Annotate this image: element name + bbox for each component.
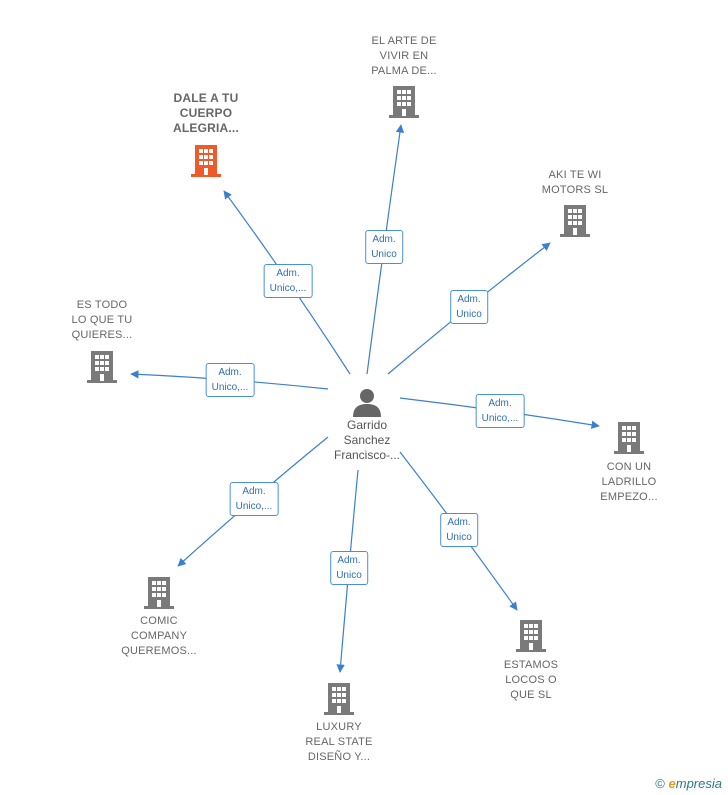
- edge-label-arte[interactable]: Adm. Unico: [365, 230, 403, 264]
- company-label: ESTAMOS LOCOS O QUE SL: [503, 659, 559, 701]
- company-node-aki[interactable]: AKI TE WI MOTORS SL: [542, 168, 608, 198]
- company-label: LUXURY REAL STATE DISEÑO Y...: [305, 721, 373, 763]
- person-label: Garrido Sanchez Francisco-...: [333, 418, 401, 462]
- company-label: COMIC COMPANY QUEREMOS...: [121, 615, 197, 657]
- building-icon[interactable]: [144, 575, 174, 609]
- person-icon: [352, 389, 381, 417]
- edge-label-comic[interactable]: Adm. Unico,...: [229, 482, 279, 516]
- building-icon[interactable]: [324, 681, 354, 715]
- building-icon[interactable]: [516, 618, 546, 652]
- building-icon[interactable]: [560, 203, 590, 237]
- company-node-locos[interactable]: ESTAMOS LOCOS O QUE SL: [504, 658, 558, 703]
- company-label: DALE A TU CUERPO ALEGRIA...: [172, 91, 240, 135]
- company-label: ES TODO LO QUE TU QUIERES...: [71, 299, 133, 341]
- building-icon[interactable]: [389, 84, 419, 118]
- company-node-dale[interactable]: DALE A TU CUERPO ALEGRIA...: [173, 91, 239, 136]
- edge-label-locos[interactable]: Adm. Unico: [440, 513, 478, 547]
- company-label: AKI TE WI MOTORS SL: [541, 169, 609, 196]
- company-node-arte[interactable]: EL ARTE DE VIVIR EN PALMA DE...: [371, 34, 437, 79]
- company-node-comic[interactable]: COMIC COMPANY QUEREMOS...: [121, 614, 197, 659]
- edge-label-estodo[interactable]: Adm. Unico,...: [205, 363, 255, 397]
- company-label: CON UN LADRILLO EMPEZO...: [600, 461, 658, 503]
- company-node-luxury[interactable]: LUXURY REAL STATE DISEÑO Y...: [305, 720, 372, 765]
- company-label: EL ARTE DE VIVIR EN PALMA DE...: [371, 35, 437, 77]
- company-node-estodo[interactable]: ES TODO LO QUE TU QUIERES...: [72, 298, 133, 343]
- edge-label-luxury[interactable]: Adm. Unico: [330, 551, 368, 585]
- edge-label-dale[interactable]: Adm. Unico,...: [263, 264, 313, 298]
- center-person[interactable]: Garrido Sanchez Francisco-...: [334, 386, 400, 463]
- brand-watermark: © empresia: [655, 776, 722, 791]
- building-icon[interactable]: [191, 143, 221, 177]
- company-node-ladrillo[interactable]: CON UN LADRILLO EMPEZO...: [600, 460, 657, 505]
- building-icon[interactable]: [87, 349, 117, 383]
- edge-label-ladrillo[interactable]: Adm. Unico,...: [475, 394, 525, 428]
- edge-label-aki[interactable]: Adm. Unico: [450, 290, 488, 324]
- building-icon[interactable]: [614, 420, 644, 454]
